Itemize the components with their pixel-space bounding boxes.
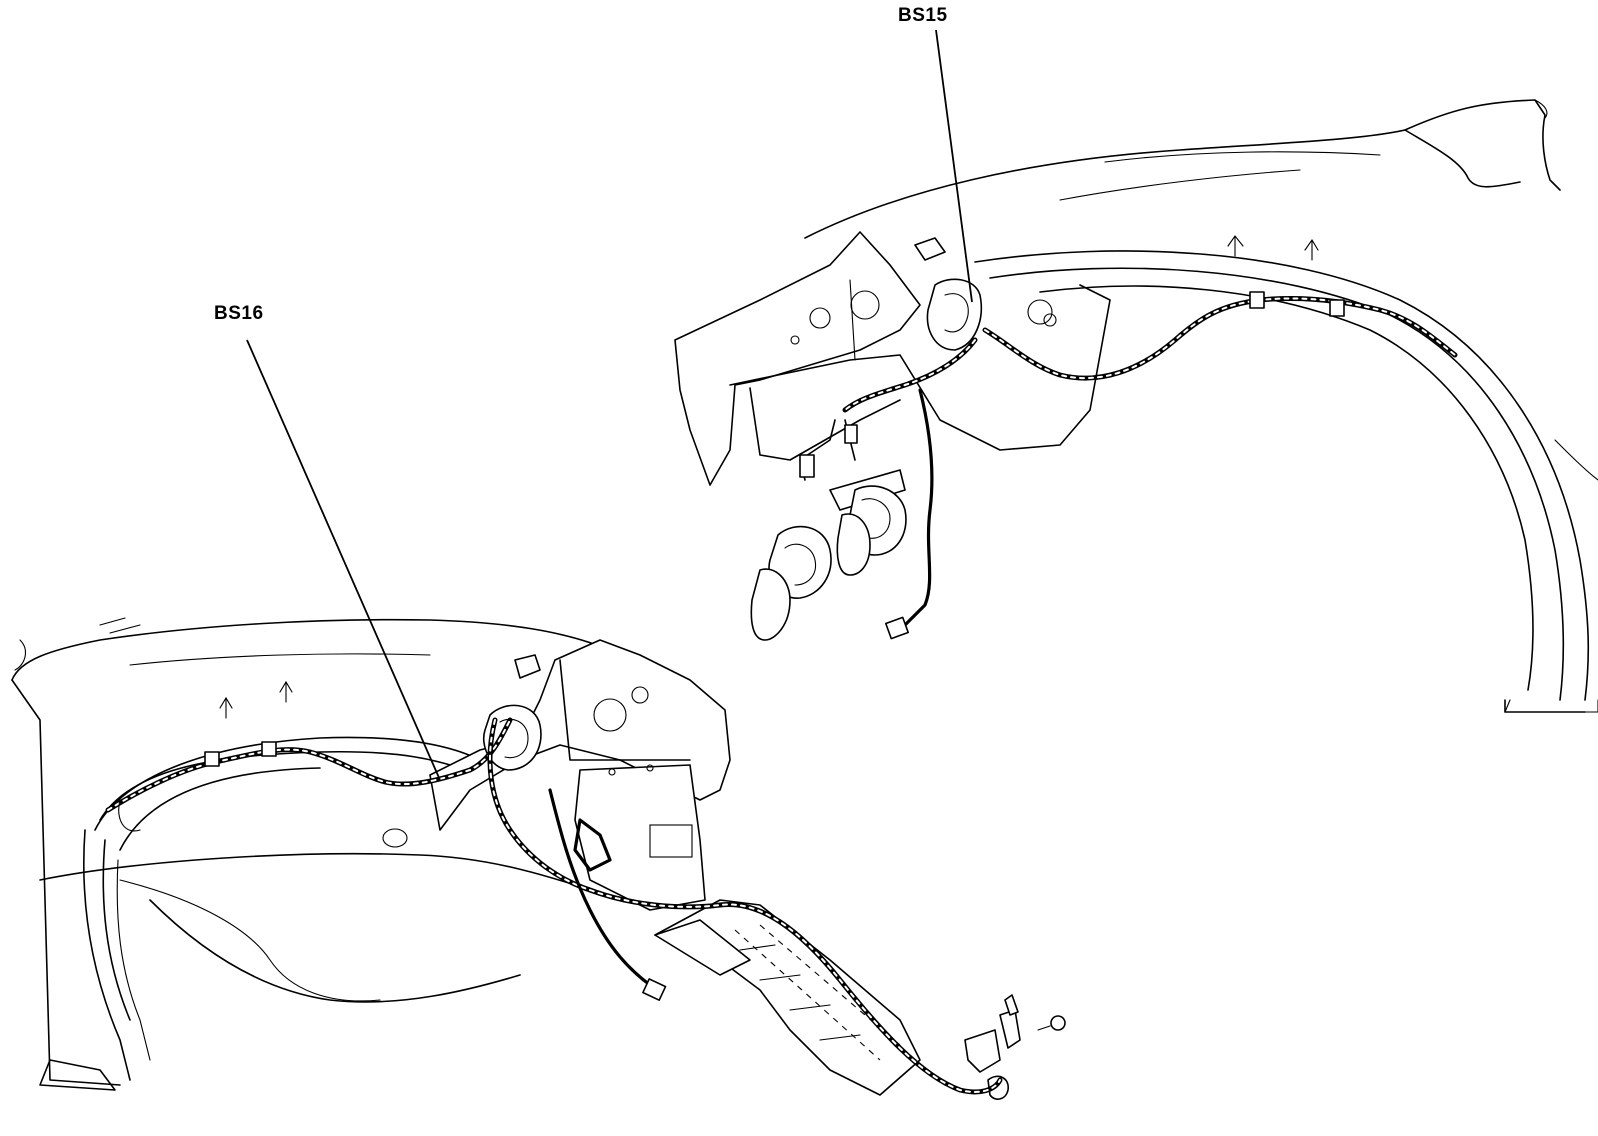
bs16-leader-line: [246, 339, 441, 781]
right-fender-assembly: [674, 29, 1598, 713]
bs15-leader-line: [935, 29, 973, 303]
left-fender-assembly: [11, 339, 1066, 1100]
callout-label-bs16: BS16: [214, 303, 264, 324]
callout-label-bs15: BS15: [898, 5, 948, 26]
